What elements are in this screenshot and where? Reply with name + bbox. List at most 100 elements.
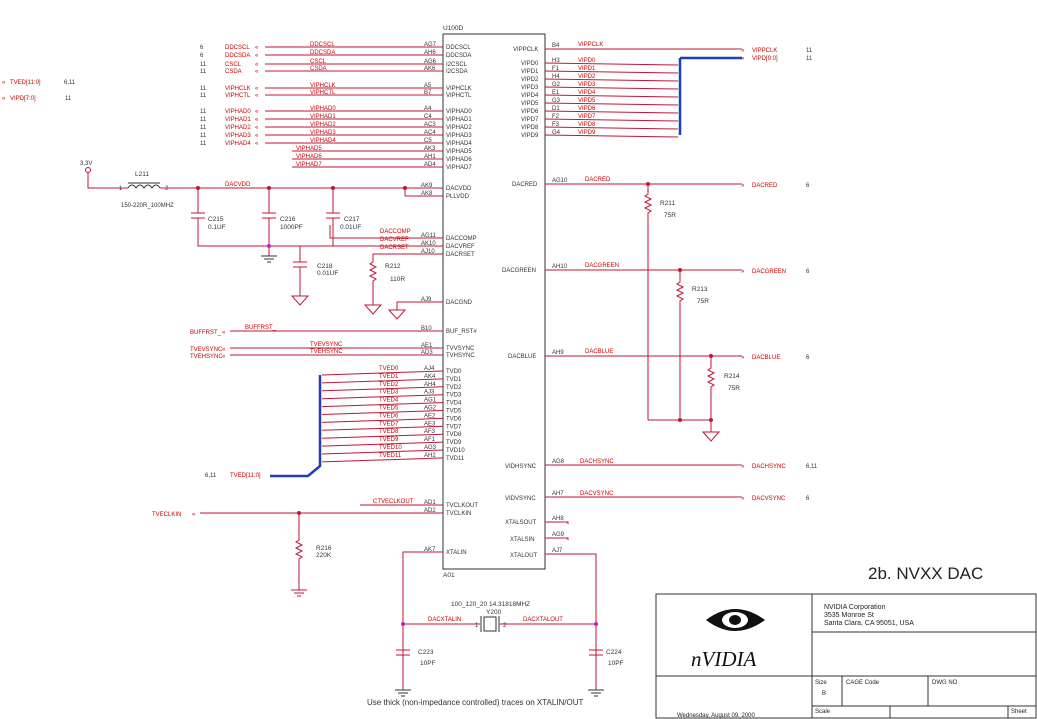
tvclk-net: CTVECLKOUT « TVECLKIN R216 220K [152, 499, 443, 597]
net-label: VIPHAD0 [310, 106, 336, 112]
svg-text:220K: 220K [316, 552, 332, 559]
port-sheet: 11 [200, 86, 207, 92]
pin-number: AE2 [424, 413, 436, 419]
net-label: TVED2 [379, 382, 399, 388]
pin-number: AF1 [424, 437, 436, 443]
port-vipd-left: « VIPD[7:0] 11 [2, 96, 72, 102]
svg-text:B4: B4 [552, 43, 560, 49]
net-label: VIPHCTL [310, 90, 336, 96]
svg-text:2: 2 [165, 186, 169, 192]
svg-text:11: 11 [65, 96, 72, 102]
port-arrow: « [255, 62, 259, 68]
svg-text:DACBLUE: DACBLUE [508, 354, 536, 360]
svg-text:6,11: 6,11 [806, 464, 818, 470]
pin-number: AJ9 [421, 297, 432, 303]
pin-name: TVD10 [446, 448, 465, 454]
pin-number: A4 [424, 106, 432, 112]
svg-text:»: » [741, 183, 745, 189]
svg-text:DWG NO: DWG NO [932, 680, 958, 686]
net-label: TVED4 [379, 398, 399, 404]
pin-number: AG7 [424, 42, 437, 48]
svg-text:«: « [222, 354, 226, 360]
svg-text:6,11: 6,11 [64, 80, 76, 86]
pin-wire [544, 62, 679, 66]
svg-text:VIPPCLK: VIPPCLK [513, 47, 538, 53]
pin-number: AJ4 [424, 366, 435, 372]
pin-number: AG11 [421, 233, 437, 239]
pin-name: I2CSCL [446, 62, 468, 68]
port-sheet: 6 [200, 45, 204, 51]
pin-number: AD2 [424, 508, 436, 514]
net-label: VIPHAD5 [296, 146, 322, 152]
crystal-circuit: 100_120_20 14.31818MHZ Y200 1 2 DACXTALI… [395, 551, 624, 697]
net-label: TVED5 [379, 406, 399, 412]
tvsync-nets: « TVEVSYNC TVEVSYNC « TVEHSYNC TVEHSYNC [190, 342, 443, 360]
net-label: VIPD1 [578, 66, 596, 72]
svg-text:DACVREF: DACVREF [380, 237, 409, 243]
pin-number: AG2 [424, 406, 437, 412]
pin-number: B10 [421, 326, 432, 332]
svg-text:»: » [741, 56, 745, 62]
svg-text:AG10: AG10 [552, 178, 568, 184]
pin-wire [321, 441, 444, 447]
svg-text:Sheet: Sheet [1011, 709, 1027, 715]
net-label: VIPHAD2 [310, 122, 336, 128]
net-label: VIPD4 [578, 90, 596, 96]
port-label: VIPHAD2 [225, 125, 251, 131]
pin-name: TVD11 [446, 456, 465, 462]
svg-text:×: × [566, 521, 570, 527]
pin-number: C5 [424, 138, 432, 144]
pin-wire [321, 402, 444, 408]
svg-text:1000PF: 1000PF [280, 224, 303, 231]
port-label: CSDA [225, 69, 242, 75]
net-label: TVED10 [379, 445, 402, 451]
pin-name: TVD5 [446, 409, 462, 415]
svg-text:AH7: AH7 [552, 491, 564, 497]
net-label: TVED6 [379, 413, 399, 419]
svg-text:75R: 75R [697, 298, 709, 305]
net-label: VIPD3 [578, 82, 596, 88]
svg-text:BUFFRST_: BUFFRST_ [190, 330, 222, 336]
net-label: VIPD8 [578, 122, 596, 128]
svg-text:×: × [566, 537, 570, 543]
pin-name: VIPHAD1 [446, 117, 472, 123]
pin-name: DACVREF [446, 244, 475, 250]
svg-text:AG9: AG9 [552, 532, 565, 538]
svg-text:DACBLUE: DACBLUE [585, 349, 613, 355]
tvd-pins: TVD0AJ4TVED0TVD1AK4TVED1TVD2AH4TVED2TVD3… [321, 366, 465, 463]
svg-text:AH10: AH10 [552, 264, 568, 270]
pin-name: DACCOMP [446, 236, 477, 242]
svg-text:DACVSYNC: DACVSYNC [752, 496, 786, 502]
svg-text:6,11: 6,11 [205, 473, 217, 479]
net-label: TVED0 [379, 366, 399, 372]
port-arrow: « [255, 86, 259, 92]
svg-text:1: 1 [119, 186, 123, 192]
svg-text:110R: 110R [390, 276, 405, 283]
port-label: DDCSCL [225, 45, 250, 51]
ic-sub: A01 [443, 572, 455, 579]
net-label: VIPHAD3 [310, 130, 336, 136]
svg-text:Y200: Y200 [486, 609, 502, 616]
net-label: VIPD2 [578, 74, 596, 80]
net-label: DDCSDA [310, 50, 335, 56]
svg-text:10PF: 10PF [420, 660, 436, 667]
net-label: VIPHCLK [310, 83, 336, 89]
net-label: VIPHAD7 [296, 162, 322, 168]
pin-wire [544, 102, 679, 106]
pin-wire [321, 433, 444, 439]
pin-name: VIPHAD2 [446, 125, 472, 131]
pin-wire [321, 386, 444, 392]
svg-text:»: » [741, 496, 745, 502]
svg-text:Santa Clara, CA 95051, USA: Santa Clara, CA 95051, USA [824, 620, 914, 627]
svg-text:»: » [741, 269, 745, 275]
svg-text:«: « [2, 80, 6, 86]
pin-name: TVD9 [446, 440, 462, 446]
port-arrow: « [255, 53, 259, 59]
left-dac-pins: DACVDDAK9PLLVDDAK8DACCOMPAG11DACVREFAK10… [421, 183, 477, 359]
port-sheet: 11 [200, 125, 207, 131]
ic-ref: U100D [443, 25, 464, 32]
buffrst-net: « BUFFRST_ BUFFRST_ [190, 325, 443, 336]
pin-number: AF3 [424, 429, 436, 435]
net-label: TVED1 [379, 374, 399, 380]
